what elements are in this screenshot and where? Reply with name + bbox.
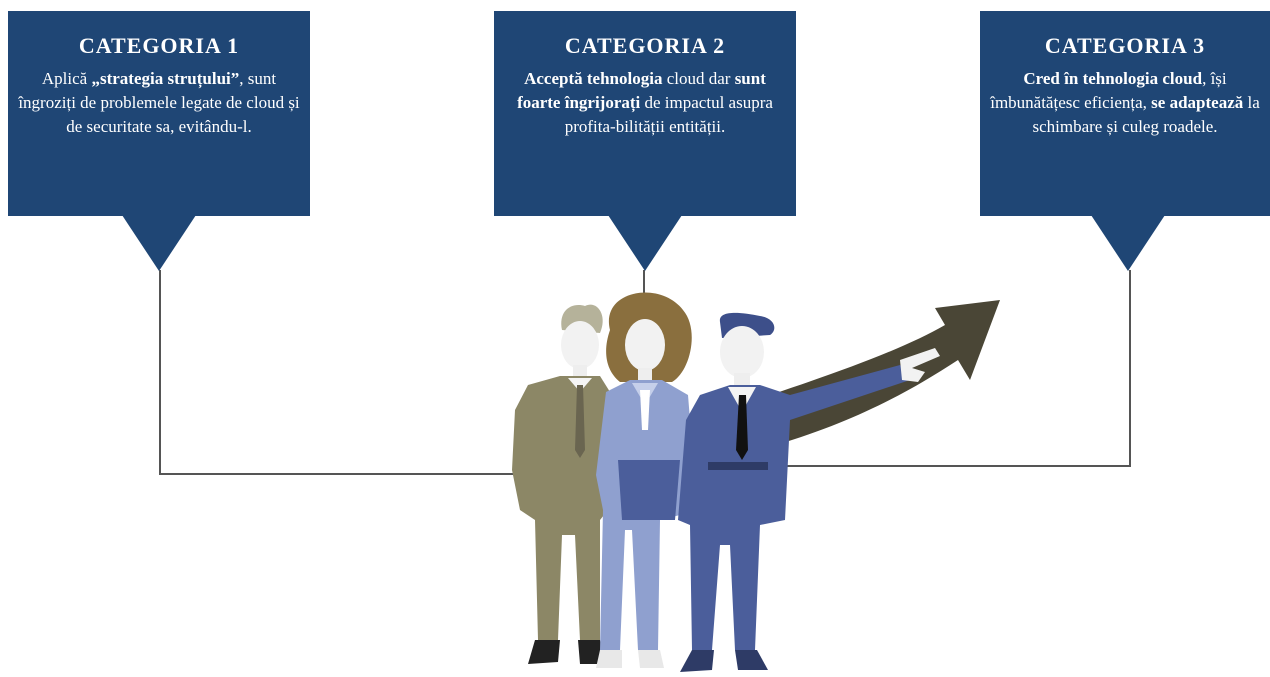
text-run: sunt foarte îngrijorați <box>517 69 766 112</box>
text-run: de impactul asupra profita-bilității ent… <box>564 93 773 136</box>
category-2-title: CATEGORIA 2 <box>564 33 726 58</box>
category-1-pointer <box>122 215 196 271</box>
text-run: cloud dar <box>662 69 735 88</box>
text-run: se adaptează <box>1151 93 1244 112</box>
text-run: Aplică <box>41 69 92 88</box>
man-olive-suit-figure <box>512 304 612 664</box>
text-run: Cred în tehnologia cloud <box>1023 69 1203 88</box>
connector-category-1 <box>159 270 515 475</box>
text-run: „strategia struțului” <box>91 69 240 88</box>
category-1-text: Aplică „strategia struțului”, sunt îngro… <box>18 67 300 139</box>
category-2-box: CATEGORIA 2 Acceptă tehnologia cloud dar… <box>494 11 796 216</box>
category-1-box: CATEGORIA 1 Aplică „strategia struțului”… <box>8 11 310 216</box>
text-run: , își îmbunătățesc eficiența, <box>990 69 1227 112</box>
text-run: la schimbare și culeg roadele. <box>1032 93 1260 136</box>
woman-light-blue-suit-figure <box>596 292 694 668</box>
category-3-title: CATEGORIA 3 <box>1044 33 1206 58</box>
category-1-title: CATEGORIA 1 <box>78 33 240 58</box>
category-3-pointer <box>1091 215 1165 271</box>
category-2-pointer <box>608 215 682 271</box>
category-3-text: Cred în tehnologia cloud, își îmbunătățe… <box>990 67 1260 139</box>
category-2-text: Acceptă tehnologia cloud dar sunt foarte… <box>504 67 786 139</box>
text-run: Acceptă tehnologia <box>524 69 663 88</box>
text-run: , sunt îngroziți de problemele legate de… <box>18 69 300 136</box>
category-3-box: CATEGORIA 3 Cred în tehnologia cloud, îș… <box>980 11 1270 216</box>
man-blue-suit-pointing-figure <box>678 312 940 672</box>
connector-category-3 <box>770 270 1131 467</box>
